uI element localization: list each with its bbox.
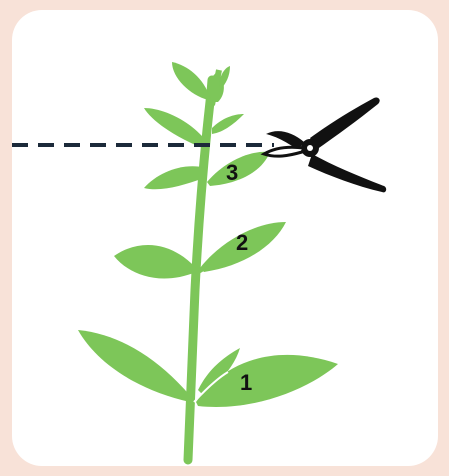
plant-illustration bbox=[78, 62, 338, 460]
illustration-card: 3 2 1 bbox=[12, 10, 438, 466]
pruning-shears-icon bbox=[264, 97, 386, 192]
node-3-leaf bbox=[207, 152, 270, 186]
pruning-diagram: 3 2 1 bbox=[12, 10, 438, 466]
upper-left-leaf-2 bbox=[144, 166, 206, 189]
node-2-leaf-left bbox=[114, 245, 196, 279]
node-label-1: 1 bbox=[240, 370, 252, 395]
node-label-3: 3 bbox=[226, 160, 238, 185]
top-bud-small bbox=[220, 66, 230, 90]
top-leaf bbox=[172, 62, 210, 100]
node-1-leaf-left bbox=[78, 330, 192, 402]
upper-right-leaf bbox=[212, 114, 244, 134]
node-label-2: 2 bbox=[236, 230, 248, 255]
